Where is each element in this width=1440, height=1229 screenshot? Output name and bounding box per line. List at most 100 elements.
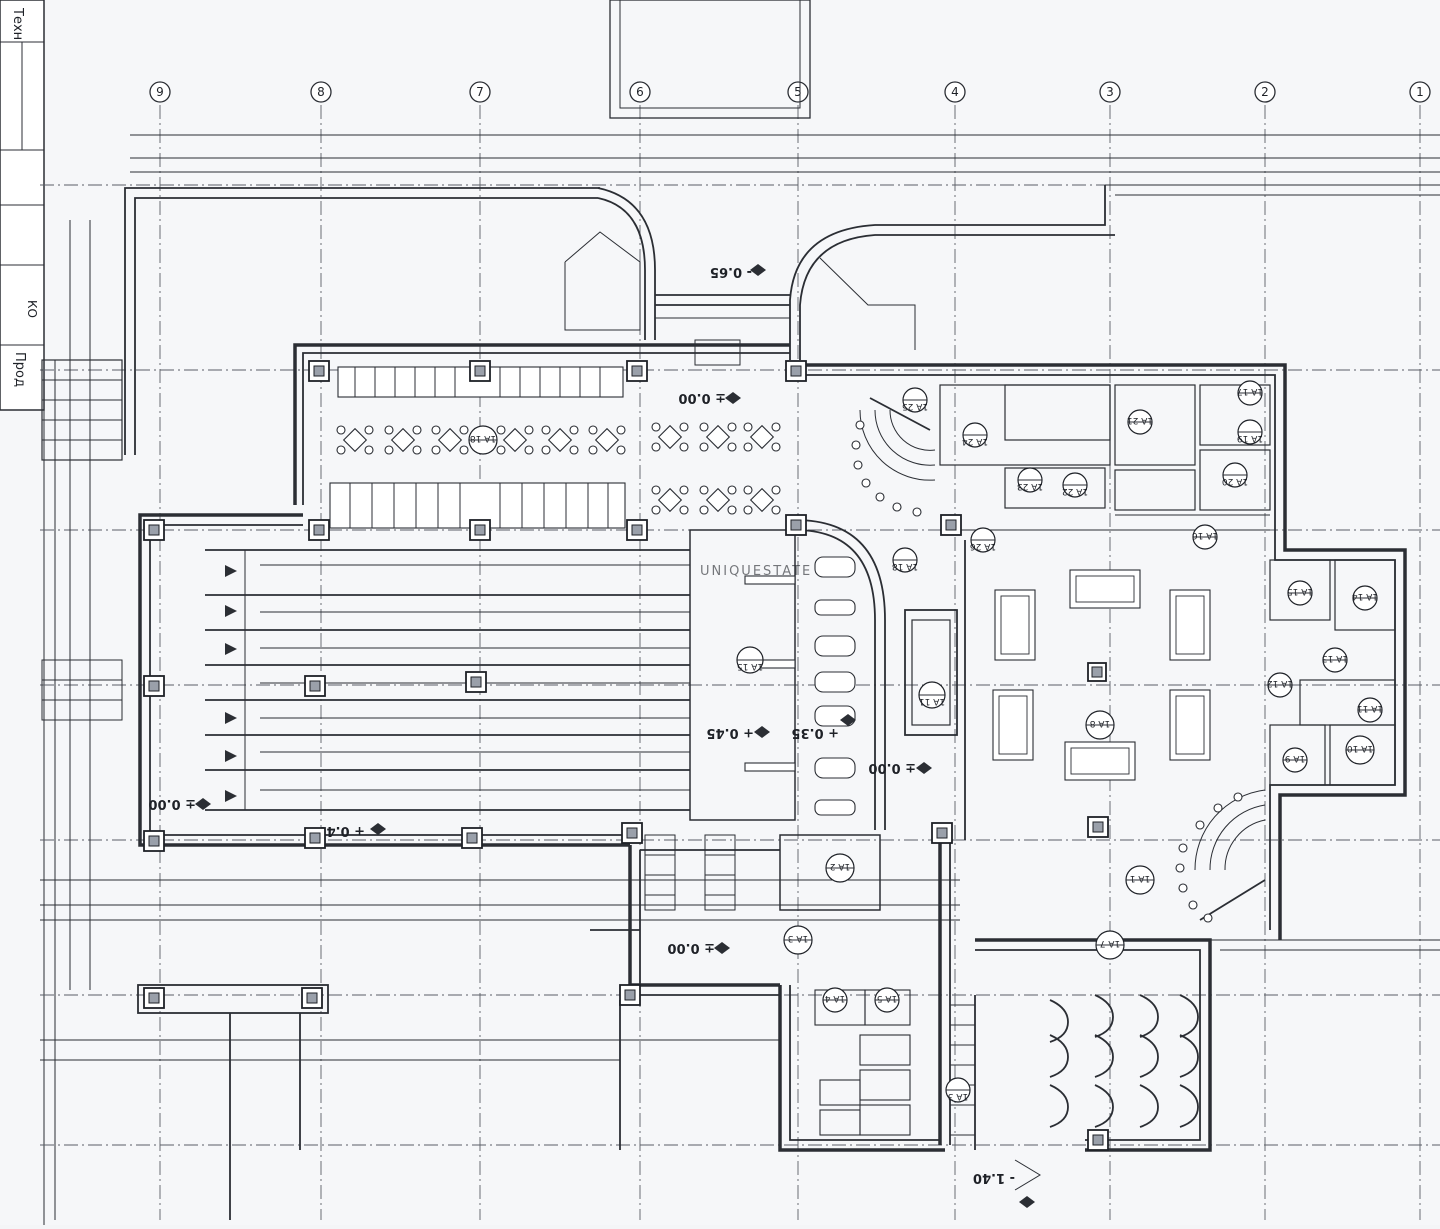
svg-text:5: 5 [794,85,802,99]
bowling-hall: ± 0.00 + 0.45 + 0.45 + 0.35 [138,513,886,847]
svg-text:1A 19: 1A 19 [1237,433,1263,443]
svg-text:1A 12: 1A 12 [1267,678,1293,688]
elevation-marker-bowling [195,798,211,810]
ball-returns [744,575,796,772]
room-tag: 1A 11 [918,681,946,709]
svg-text:1A 3: 1A 3 [788,933,808,943]
room-tag: 1A 8 [1085,710,1115,740]
column [619,984,641,1006]
svg-text:1A 7: 1A 7 [1100,938,1120,948]
svg-text:1A 11: 1A 11 [919,696,945,706]
main-hall-tables [992,569,1211,781]
entrance-steps [644,834,736,911]
radial-seating-top [851,397,936,517]
column [143,519,165,541]
axis-bubble-4: 4 [944,81,966,103]
svg-text:7: 7 [476,85,484,99]
room-tag: 1A 10 [1345,735,1375,765]
elevation-marker-bowling-approach [370,823,386,835]
svg-text:1A 14: 1A 14 [1352,591,1378,601]
column [469,519,491,541]
elevation-marker-upper-hall [725,392,741,404]
room-tag: 1A 18 [892,547,918,573]
main-hall: ± 0.00 [790,363,1407,940]
room-tag: 1A 1 [1125,865,1155,895]
room-tag: 1A 15 [736,646,764,674]
structural-columns [143,360,1109,1151]
restroom-stalls [814,989,911,1136]
column [469,360,491,382]
axis-bubble-9: 9 [149,81,171,103]
elevation-marker-terrace [750,264,766,276]
column [143,830,165,852]
bowling-lanes [205,549,690,811]
column [626,360,648,382]
room-tag: 1A 22 [1062,472,1088,498]
svg-text:4: 4 [951,85,959,99]
svg-text:3: 3 [1106,85,1114,99]
upper-dining-hall: ± 0.00 [293,343,790,529]
svg-text:1A 2: 1A 2 [830,861,850,871]
elevation-main-hall: ± 0.00 [869,760,917,775]
column [301,987,323,1009]
column [785,360,807,382]
column [1087,1129,1109,1151]
room-tag: 1A 21 [1127,409,1153,435]
room-tag: 1A 15 [1287,580,1313,606]
svg-text:1A 24: 1A 24 [962,436,988,446]
svg-text:1A 18: 1A 18 [892,561,918,571]
bar-counter [904,609,958,736]
elevation-lane-platform: + 0.45 [707,725,755,740]
svg-text:1A 16: 1A 16 [1192,530,1218,540]
top-annex-outline [609,0,811,119]
room-tag: 1A 7 [1095,930,1125,960]
elevation-marker-entrance [714,942,730,954]
room-tag: 1A 9 [1282,747,1308,773]
svg-text:1A 3: 1A 3 [948,1091,968,1101]
axis-bubble-2: 2 [1254,81,1276,103]
svg-text:1A 9: 1A 9 [1284,753,1305,763]
room-tag: 1A 2 [825,853,855,883]
svg-text:1A 23: 1A 23 [1017,481,1043,491]
title-block-line-3: КО [25,300,39,318]
entrance-area: ± 0.00 [590,830,951,1145]
column [1087,662,1107,682]
room-tag: 1A 5 [874,987,900,1013]
room-tag: 1A 23 [1017,467,1043,493]
svg-text:1A 8: 1A 8 [1089,718,1110,728]
column [1087,816,1109,838]
column [461,827,483,849]
svg-text:6: 6 [636,85,644,99]
column [465,671,487,693]
title-block-line-1: Техн [10,7,25,40]
column [304,827,326,849]
elevation-upper-hall: ± 0.00 [679,390,727,405]
elevation-marker-basement [1019,1196,1035,1208]
column [143,675,165,697]
column [304,675,326,697]
elevation-terrace: - 0.65 [710,264,752,279]
svg-text:1A 25: 1A 25 [902,401,928,411]
svg-text:1A 4: 1A 4 [824,993,845,1003]
lower-level: - 1.40 [778,938,1440,1208]
radial-seating-bottom [1175,789,1266,923]
axis-bubble-3: 3 [1099,81,1121,103]
svg-text:1A 17: 1A 17 [1237,386,1263,396]
column [940,514,962,536]
room-tag: 1A 19 [1237,419,1263,445]
svg-text:1A 11: 1A 11 [1357,703,1383,713]
column [308,360,330,382]
room-tag: 1A 12 [1267,672,1293,698]
svg-text:9: 9 [156,85,164,99]
svg-text:2: 2 [1261,85,1269,99]
watermark: UNIQUESTATE [700,564,812,579]
room-tag: 1A 4 [822,987,848,1013]
svg-text:1A 15: 1A 15 [1287,586,1313,596]
dimension-lines [40,134,1440,1220]
svg-text:1A 15: 1A 15 [737,661,763,671]
column [308,519,330,541]
left-stairs [41,359,123,721]
column [143,987,165,1009]
elevation-marker-bar-step [840,714,856,726]
axis-bubble-1: 1 [1409,81,1431,103]
